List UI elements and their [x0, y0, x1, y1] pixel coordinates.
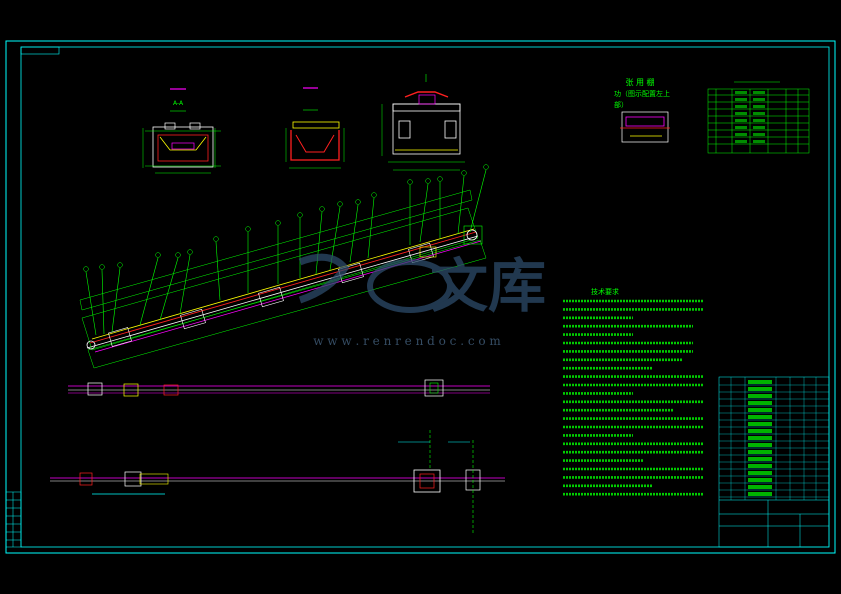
title-block-cell: [748, 457, 772, 461]
plan-view-lower: [50, 430, 505, 535]
leader-lines: [83, 164, 489, 336]
title-block-cell: [748, 380, 772, 384]
parts-table-cell: [735, 119, 747, 122]
parts-table-cell: [735, 140, 747, 143]
title-block-cell: [748, 394, 772, 398]
balloon-marker: [425, 178, 431, 184]
balloon-marker: [117, 262, 123, 268]
parts-table-cell: [753, 126, 765, 129]
note-lines: [563, 299, 703, 496]
watermark: 文库 w w w . r e n r e n d o c . c o m: [298, 252, 546, 348]
balloon-marker: [437, 176, 443, 182]
leader-line: [159, 257, 179, 321]
balloon-marker: [175, 252, 181, 258]
balloon-marker: [371, 192, 377, 198]
technical-notes: 技术要求: [563, 287, 703, 496]
balloon-marker: [483, 164, 489, 170]
side-note-title: 张 用 棚: [625, 77, 654, 87]
parts-table-cell: [735, 98, 747, 101]
balloon-marker: [319, 206, 325, 212]
balloon-marker: [245, 226, 251, 232]
leader-line: [457, 175, 465, 235]
section-view-trough-frame: [381, 74, 465, 171]
leader-line: [419, 183, 429, 243]
parts-table-cell: [753, 112, 765, 115]
watermark-url: w w w . r e n r e n d o c . c o m: [313, 334, 501, 348]
balloon-marker: [275, 220, 281, 226]
balloon-marker: [187, 249, 193, 255]
title-block-cell: [748, 492, 772, 496]
leader-line: [315, 211, 323, 275]
side-note-line2: 部）: [614, 100, 628, 109]
parts-table-cell: [753, 91, 765, 94]
title-block-cell: [748, 450, 772, 454]
parts-table-cell: [735, 112, 747, 115]
parts-table-cell: [735, 133, 747, 136]
title-block-cell: [748, 415, 772, 419]
balloon-marker: [355, 199, 361, 205]
leader-line: [349, 204, 359, 263]
parts-table-cell: [753, 119, 765, 122]
title-block-cell: [748, 429, 772, 433]
side-note-line1: 功（图示配置左上: [614, 89, 670, 98]
inner-frame: [20, 46, 830, 548]
parts-table-cell: [753, 133, 765, 136]
leader-line: [85, 271, 97, 336]
title-block-cell: [748, 478, 772, 482]
title-block-cell: [748, 422, 772, 426]
balloon-marker: [155, 252, 161, 258]
title-block-cell: [748, 436, 772, 440]
title-block-cell: [748, 408, 772, 412]
section-view-a-a: A-A: [142, 88, 221, 174]
title-block-cell: [748, 443, 772, 447]
title-block-cell: [748, 401, 772, 405]
leader-line: [111, 267, 121, 333]
side-note-view: 张 用 棚 功（图示配置左上 部）: [614, 77, 670, 143]
leader-line: [179, 254, 191, 315]
parts-table-cell: [753, 105, 765, 108]
balloon-marker: [407, 179, 413, 185]
title-block-cell: [748, 464, 772, 468]
leader-line: [101, 269, 105, 335]
parts-table: [707, 81, 810, 154]
parts-table-cell: [735, 105, 747, 108]
leader-line: [367, 197, 375, 259]
balloon-marker: [337, 201, 343, 207]
title-block-rows: [719, 377, 829, 500]
code-box: [20, 46, 60, 55]
parts-table-cell: [753, 98, 765, 101]
balloon-marker: [213, 236, 219, 242]
outer-frame: [5, 40, 836, 554]
parts-table-cell: [735, 126, 747, 129]
parts-table-cell: [753, 140, 765, 143]
title-block-cell: [748, 485, 772, 489]
watermark-brand: 文库: [430, 252, 546, 320]
leader-line: [469, 169, 487, 233]
notes-title: 技术要求: [591, 287, 619, 296]
plan-view-upper: [68, 379, 490, 397]
balloon-marker: [461, 170, 467, 176]
section-label: A-A: [173, 100, 184, 107]
title-block-cell: [748, 471, 772, 475]
balloon-marker: [297, 212, 303, 218]
balloon-marker: [99, 264, 105, 270]
balloon-marker: [83, 266, 89, 272]
leader-line: [215, 241, 221, 301]
title-block-cell: [748, 387, 772, 391]
section-view-channel: [285, 87, 345, 169]
parts-table-cell: [735, 91, 747, 94]
left-revision-strip: [5, 491, 22, 548]
parts-table-fill: [735, 91, 765, 143]
leader-line: [139, 257, 159, 326]
